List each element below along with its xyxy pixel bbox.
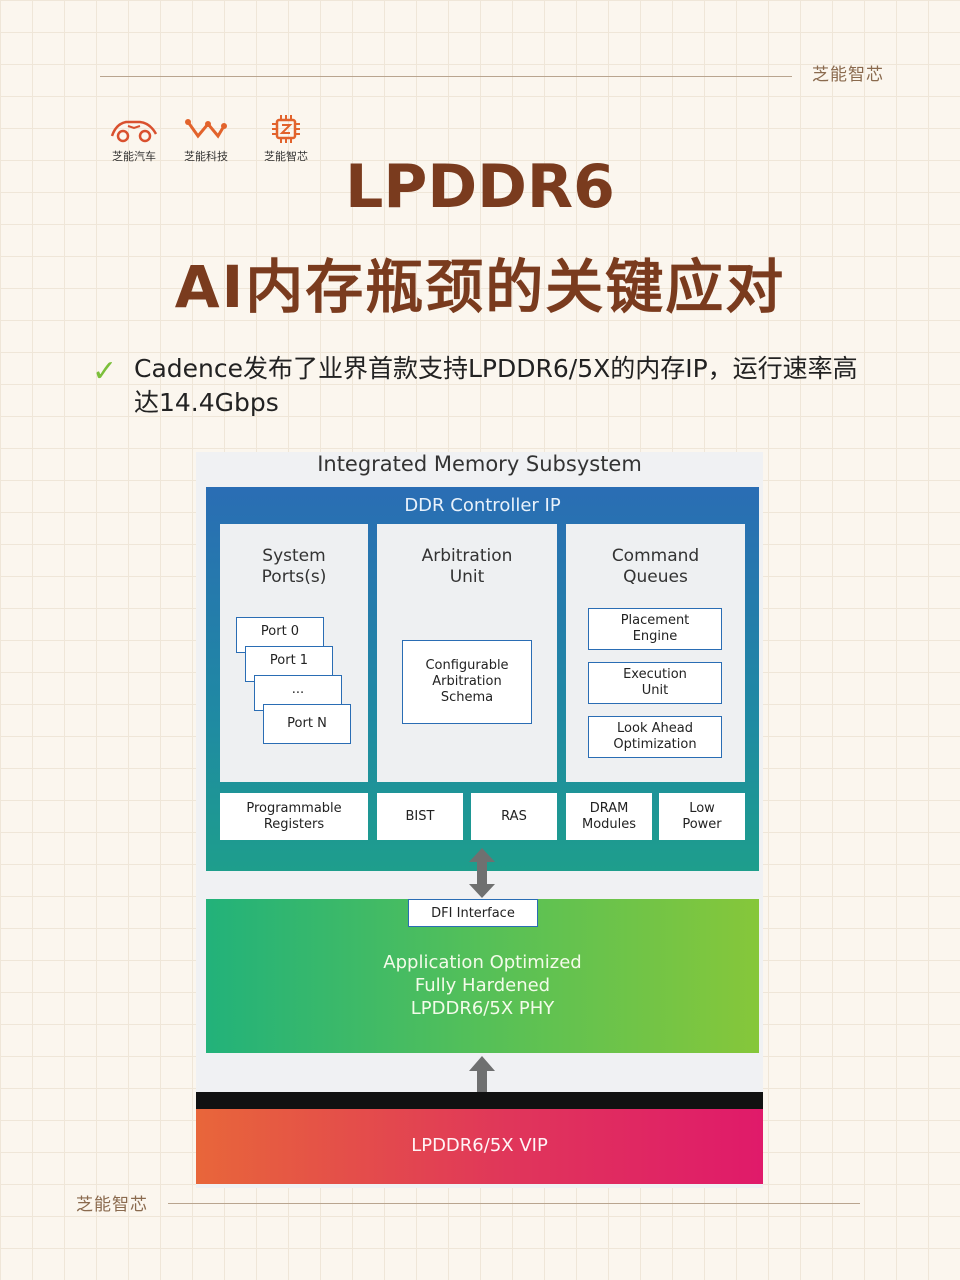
phy-text: Application Optimized Fully Hardened LPD… [206, 951, 759, 1020]
dram-modules-box: DRAM Modules [566, 793, 652, 840]
placement-engine-box: Placement Engine [588, 608, 722, 650]
low-power-box: Low Power [659, 793, 745, 840]
logo-chip-label: 芝能智芯 [264, 150, 308, 163]
vip-block: LPDDR6/5X VIP [196, 1109, 763, 1184]
vip-text: LPDDR6/5X VIP [411, 1135, 548, 1156]
bist-box: BIST [377, 793, 463, 840]
arbitration-title: Arbitration Unit [421, 546, 513, 587]
command-queues-panel: Command Queues Placement Engine Executio… [566, 524, 745, 782]
diagram-title: Integrated Memory Subsystem [317, 452, 642, 476]
programmable-registers-box: Programmable Registers [220, 793, 368, 840]
logo-row: 芝能汽车 芝能科技 芝能智芯 [104, 112, 316, 164]
phy-line2: Fully Hardened [414, 975, 551, 996]
phy-line1: Application Optimized [383, 952, 582, 973]
page-title-line1: LPDDR6 [345, 152, 615, 222]
system-ports-title: System Ports(s) [261, 546, 327, 587]
chip-logo-icon [259, 112, 313, 146]
car-logo-icon [107, 112, 161, 146]
ddr-controller-block: DDR Controller IP System Ports(s) Port 0… [206, 487, 759, 871]
header-brand: 芝能智芯 [812, 65, 884, 85]
bullet-text: Cadence发布了业界首款支持LPDDR6/5X的内存IP，运行速率高达14.… [134, 354, 858, 417]
header-rule [100, 76, 792, 77]
system-ports-panel: System Ports(s) Port 0 Port 1 ... Port N [220, 524, 368, 782]
tech-logo-icon [179, 112, 233, 146]
logo-tech: 芝能科技 [176, 112, 236, 164]
arbitration-schema-box: Configurable Arbitration Schema [402, 640, 532, 724]
memory-subsystem-diagram: Integrated Memory Subsystem DDR Controll… [196, 452, 763, 1188]
checkmark-icon: ✓ [92, 354, 118, 389]
page-title-line2: AI内存瓶颈的关键应对 [174, 253, 786, 321]
controller-title: DDR Controller IP [404, 495, 561, 516]
logo-car: 芝能汽车 [104, 112, 164, 164]
logo-tech-label: 芝能科技 [184, 150, 228, 163]
dfi-interface-box: DFI Interface [408, 899, 538, 927]
execution-unit-box: Execution Unit [588, 662, 722, 704]
interface-bar [196, 1092, 763, 1109]
look-ahead-box: Look Ahead Optimization [588, 716, 722, 758]
logo-chip: 芝能智芯 [256, 112, 316, 164]
arbitration-panel: Arbitration Unit Configurable Arbitratio… [377, 524, 557, 782]
logo-car-label: 芝能汽车 [112, 150, 156, 163]
footer-brand: 芝能智芯 [76, 1195, 148, 1215]
ras-box: RAS [471, 793, 557, 840]
phy-line3: LPDDR6/5X PHY [410, 998, 555, 1019]
command-queues-title: Command Queues [611, 546, 700, 587]
controller-phy-arrow [469, 848, 495, 898]
footer-rule [168, 1203, 860, 1204]
port-n: Port N [263, 704, 351, 744]
